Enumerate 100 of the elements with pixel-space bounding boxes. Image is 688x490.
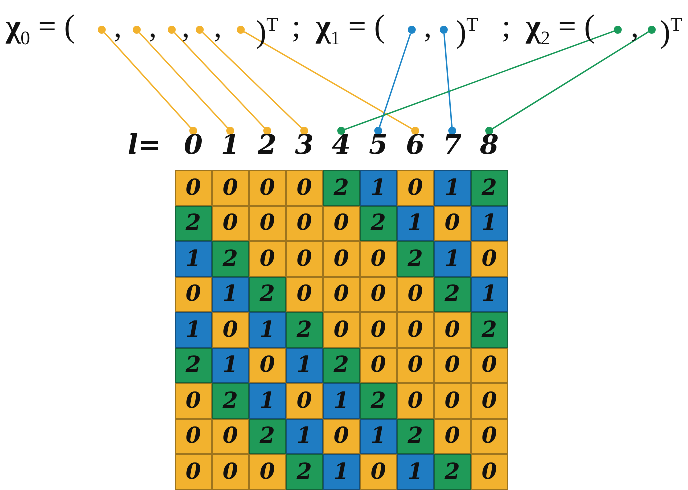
index-number: 4 [326,130,356,162]
matrix-cell: 2 [397,418,434,454]
matrix-cell: 0 [323,418,360,454]
matrix-cell: 0 [286,206,323,241]
matrix-cell: 0 [434,383,471,418]
matrix-cell: 0 [249,241,286,276]
matrix-cell: 0 [434,312,471,348]
matrix-cell: 1 [249,383,286,418]
matrix-cell: 0 [212,454,249,490]
connector-dot [133,26,141,34]
index-number: 6 [400,130,430,162]
matrix-cell: 0 [212,206,249,241]
connector-dot [168,26,176,34]
matrix-cell: 2 [360,206,397,241]
connector-dot [440,26,448,34]
matrix-cell: 2 [212,241,249,276]
formula-text: ; [292,7,301,46]
matrix-cell: 2 [397,241,434,276]
matrix-cell: 0 [175,383,212,418]
matrix-cell: 0 [397,312,434,348]
connector-line [174,32,272,135]
matrix-cell: 0 [434,418,471,454]
connector-dot [98,26,106,34]
matrix-cell: 1 [249,312,286,348]
matrix-cell: 0 [471,241,508,276]
matrix-cell: 2 [286,312,323,348]
matrix-cell: 1 [212,348,249,383]
connector-line [202,32,308,135]
matrix-cell: 0 [212,312,249,348]
matrix-cell: 2 [286,454,323,490]
connector-dot [237,26,245,34]
index-number: 5 [364,130,394,162]
connector-dot [408,26,416,34]
matrix-cell: 1 [434,170,471,206]
matrix-cell: 1 [360,170,397,206]
matrix-cell: 0 [397,383,434,418]
matrix-cell: 0 [471,454,508,490]
matrix-cell: 1 [471,276,508,312]
matrix-cell: 0 [397,170,434,206]
matrix-cell: 0 [175,454,212,490]
matrix-cell: 0 [286,170,323,206]
formula-text: χ$_{1}$ = ( [316,7,386,52]
index-number: 8 [474,130,504,162]
matrix-cell: 0 [323,241,360,276]
matrix-cell: 0 [175,418,212,454]
matrix-cell: 0 [360,312,397,348]
index-number: 0 [178,130,208,162]
formula-text: , [424,7,432,46]
matrix-cell: 1 [360,418,397,454]
connector-dot [614,26,622,34]
formula-text: )$^{T}$ [660,12,682,52]
matrix-cell: 0 [212,170,249,206]
matrix-cell: 0 [286,241,323,276]
formula-text: χ$_{2}$ = ( [526,7,596,52]
formula-text: , [214,7,222,46]
matrix-cell: 0 [360,454,397,490]
matrix-cell: 2 [323,170,360,206]
index-number: 1 [216,130,246,162]
matrix-cell: 0 [249,454,286,490]
index-number: 2 [252,130,282,162]
formula-text: , [631,7,639,46]
matrix-cell: 1 [397,454,434,490]
matrix-cell: 0 [323,206,360,241]
formula-text: ; [502,7,511,46]
formula-text: )$^{T}$ [256,12,278,52]
matrix-cell: 2 [175,348,212,383]
connector-line [104,32,198,135]
matrix-cell: 1 [286,348,323,383]
formula-text: , [114,7,122,46]
connector-line [338,30,614,135]
matrix-cell: 0 [175,276,212,312]
connector-line [139,32,234,135]
formula-text: , [182,7,190,46]
matrix-cell: 2 [212,383,249,418]
matrix-cell: 2 [323,348,360,383]
matrix-cell: 1 [471,206,508,241]
formula-text: χ$_{0}$ = ( [6,7,76,52]
matrix-cell: 1 [286,418,323,454]
matrix-cell: 1 [175,312,212,348]
matrix-cell: 1 [397,206,434,241]
matrix-cell: 2 [360,383,397,418]
matrix-cell: 2 [434,276,471,312]
matrix-cell: 0 [360,276,397,312]
matrix-cell: 0 [212,418,249,454]
matrix-cell: 2 [249,276,286,312]
matrix-cell: 2 [249,418,286,454]
matrix-cell: 0 [249,170,286,206]
matrix-cell: 0 [360,348,397,383]
matrix-cell: 0 [175,170,212,206]
matrix-cell: 0 [397,276,434,312]
matrix-cell: 1 [212,276,249,312]
matrix-cell: 1 [434,241,471,276]
matrix-cell: 0 [397,348,434,383]
matrix-cell: 0 [323,312,360,348]
matrix-cell: 0 [360,241,397,276]
matrix-cell: 0 [434,348,471,383]
connector-line [486,32,649,135]
connector-line [374,34,412,135]
connector-dot [196,26,204,34]
matrix-cell: 2 [471,170,508,206]
